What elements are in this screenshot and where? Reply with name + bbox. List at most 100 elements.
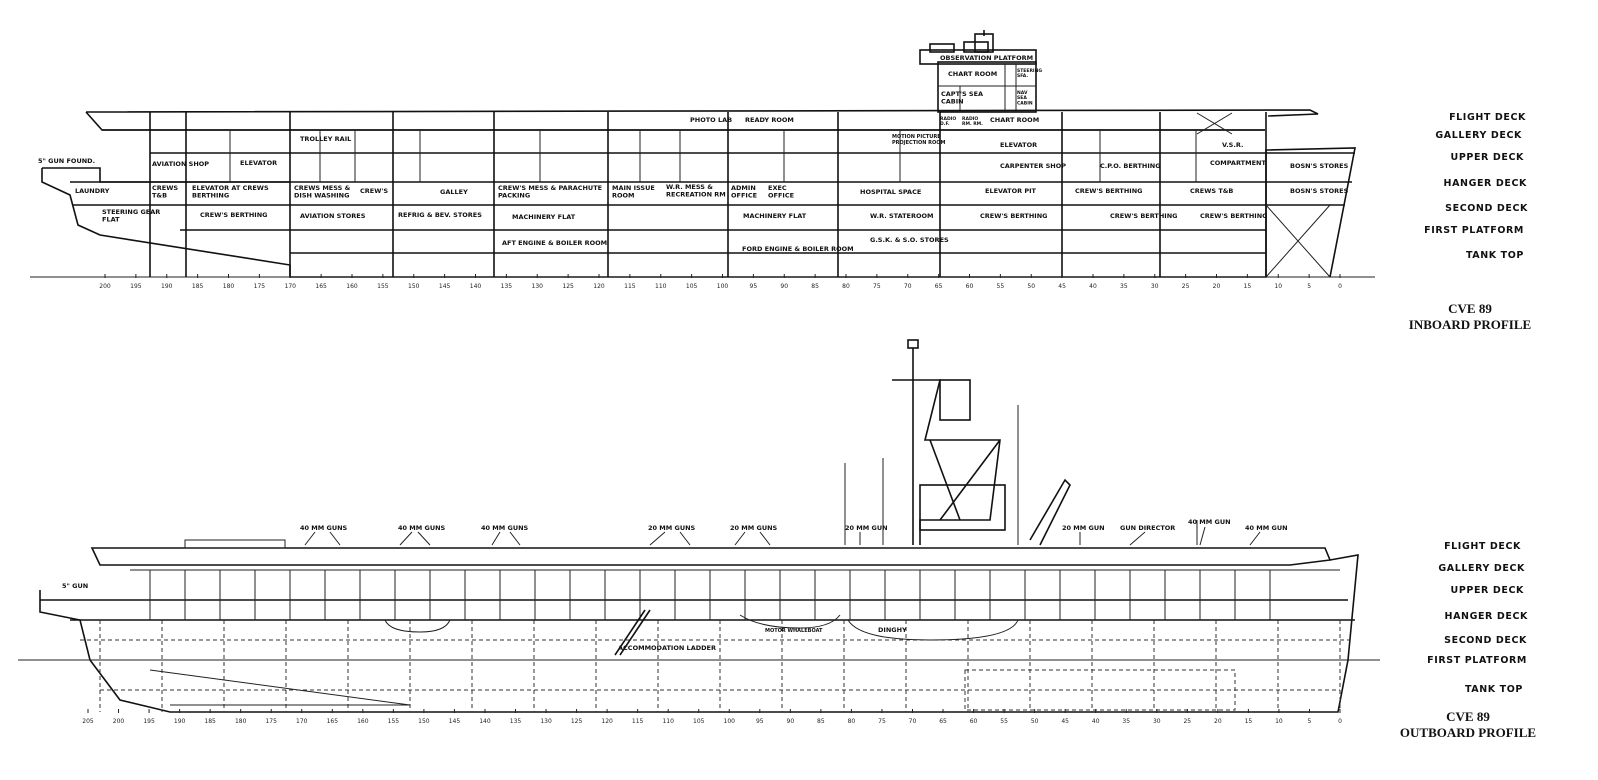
frame-number: 35 [1122,718,1130,725]
frame-number: 70 [904,283,912,290]
label: 20 MM GUNS [648,524,696,532]
frame-number: 50 [1031,718,1039,725]
label: BOSN'S STORES [1290,162,1349,170]
inboard-deck-labels: FLIGHT DECK GALLERY DECK UPPER DECK HANG… [1424,112,1527,261]
frame-number: 10 [1275,718,1283,725]
label: READY ROOM [745,116,794,124]
label: MACHINERY FLAT [512,213,576,221]
frame-number: 140 [470,283,482,290]
frame-number: 185 [204,718,216,725]
label: LAUNDRY [75,187,110,195]
frame-number: 105 [686,283,698,290]
outboard-deck-labels: FLIGHT DECK GALLERY DECK UPPER DECK HANG… [1427,541,1527,695]
label: 5" GUN [62,582,88,590]
label: CREWS MESS &DISH WASHING [294,184,351,199]
frame-number: 60 [966,283,974,290]
outboard-side-frames [99,570,1341,712]
frame-number: 125 [562,283,574,290]
label: COMPARTMENT [1210,159,1266,167]
frame-number: 70 [909,718,917,725]
label: CREW'S BERTHING [1110,212,1178,220]
frame-number: 110 [662,718,674,725]
label: ELEVATOR [240,159,277,167]
frame-number: 155 [388,718,400,725]
frame-number: 130 [532,283,544,290]
label: 20 MM GUN [1062,524,1105,532]
island-structure: OBSERVATION PLATFORM CHART ROOM CAPT'S S… [919,30,1042,127]
deck-label: TANK TOP [1466,250,1524,261]
island-label: CHART ROOM [990,116,1039,124]
frame-number: 55 [1000,718,1008,725]
frame-number: 205 [82,718,94,725]
frame-number: 175 [254,283,266,290]
frame-number: 115 [632,718,644,725]
label: 40 MM GUN [1188,518,1231,526]
label: GUN DIRECTOR [1120,524,1175,532]
frame-number: 60 [970,718,978,725]
frame-number: 135 [501,283,513,290]
frame-number: 45 [1061,718,1069,725]
frame-number: 25 [1183,718,1191,725]
deck-label: UPPER DECK [1451,585,1524,596]
label: 20 MM GUNS [730,524,778,532]
label: W.R. STATEROOM [870,212,934,220]
label: 40 MM GUN [1245,524,1288,532]
deck-label: UPPER DECK [1451,152,1524,163]
deck-label: FIRST PLATFORM [1424,225,1524,236]
label: 40 MM GUNS [398,524,446,532]
frame-number: 185 [192,283,204,290]
frame-number: 170 [285,283,297,290]
frame-number: 160 [346,283,358,290]
label: HOSPITAL SPACE [860,188,921,196]
label: 40 MM GUNS [300,524,348,532]
frame-number: 190 [174,718,186,725]
outboard-title: OUTBOARD PROFILE [1400,725,1536,740]
frame-number: 160 [357,718,369,725]
frame-number: 145 [439,283,451,290]
frame-number: 40 [1089,283,1097,290]
frame-number: 120 [593,283,605,290]
frame-number: 20 [1214,718,1222,725]
frame-number: 35 [1120,283,1128,290]
island-label: CHART ROOM [948,70,997,78]
frame-number: 85 [811,283,819,290]
label: CREW'S [360,187,388,195]
frame-number: 145 [449,718,461,725]
label: FORD ENGINE & BOILER ROOM [742,245,854,253]
label: ELEVATOR [1000,141,1037,149]
label: V.S.R. [1222,141,1243,149]
label: AVIATION STORES [300,212,366,220]
frame-number: 20 [1213,283,1221,290]
frame-number: 80 [848,718,856,725]
inboard-title-hull-number: CVE 89 [1448,301,1492,316]
frame-number: 195 [130,283,142,290]
label: W.R. MESS &RECREATION RM [666,183,726,198]
deck-label: FLIGHT DECK [1449,112,1526,123]
inboard-profile: OBSERVATION PLATFORM CHART ROOM CAPT'S S… [30,30,1531,332]
frame-number: 175 [265,718,277,725]
inboard-bulkheads [149,112,1267,277]
frame-number: 150 [408,283,420,290]
label: CREW'S BERTHING [1075,187,1143,195]
frame-number: 140 [479,718,491,725]
label: C.P.O. BERTHING [1100,162,1161,170]
frame-number: 15 [1244,283,1252,290]
frame-number: 110 [655,283,667,290]
frame-number: 30 [1151,283,1159,290]
frame-number: 95 [756,718,764,725]
outboard-title-hull-number: CVE 89 [1446,709,1490,724]
frame-number: 105 [693,718,705,725]
frame-number: 10 [1274,283,1282,290]
deck-label: GALLERY DECK [1435,130,1522,141]
deck-label: GALLERY DECK [1438,563,1525,574]
label: TROLLEY RAIL [300,135,351,143]
frame-number: 125 [571,718,583,725]
